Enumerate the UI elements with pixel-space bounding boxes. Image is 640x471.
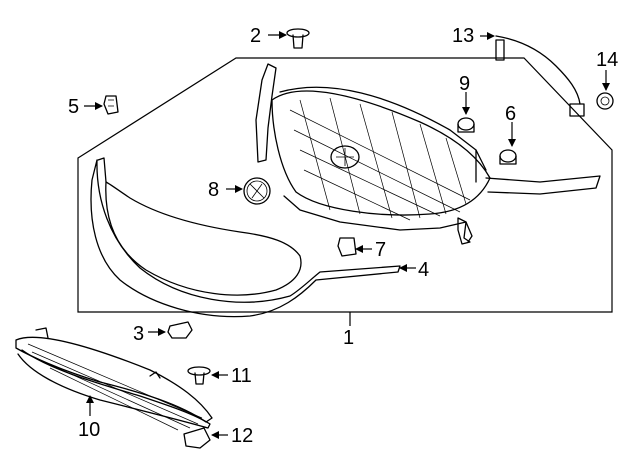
clip[interactable] [167,321,193,339]
retainer[interactable] [183,427,211,449]
callout-2: 2 [250,25,261,47]
emblem[interactable] [243,177,271,205]
callout-5: 5 [68,96,79,118]
callout-10: 10 [78,419,100,441]
callout-14: 14 [596,49,618,71]
callout-13: 13 [452,25,474,47]
callout-6: 6 [505,103,516,125]
grommet[interactable] [596,92,614,110]
screw[interactable] [499,149,517,165]
wiring-harness[interactable] [495,35,585,117]
push-pin[interactable] [187,366,211,385]
clip-nut[interactable] [337,237,357,257]
callout-7: 7 [375,239,386,261]
callout-12: 12 [231,425,253,447]
push-pin-retainer[interactable] [286,28,310,49]
callout-3: 3 [133,323,144,345]
callout-9: 9 [459,73,470,95]
grille-surround-molding[interactable] [90,157,401,318]
lower-grille[interactable] [15,327,213,431]
grille-assembly[interactable] [255,63,601,245]
callout-4: 4 [418,259,429,281]
callout-11: 11 [231,365,252,387]
bracket[interactable] [103,95,119,115]
assembly-frame [77,57,613,313]
callout-1: 1 [343,327,354,349]
screw-upper[interactable] [457,117,475,133]
callout-8: 8 [208,179,219,201]
